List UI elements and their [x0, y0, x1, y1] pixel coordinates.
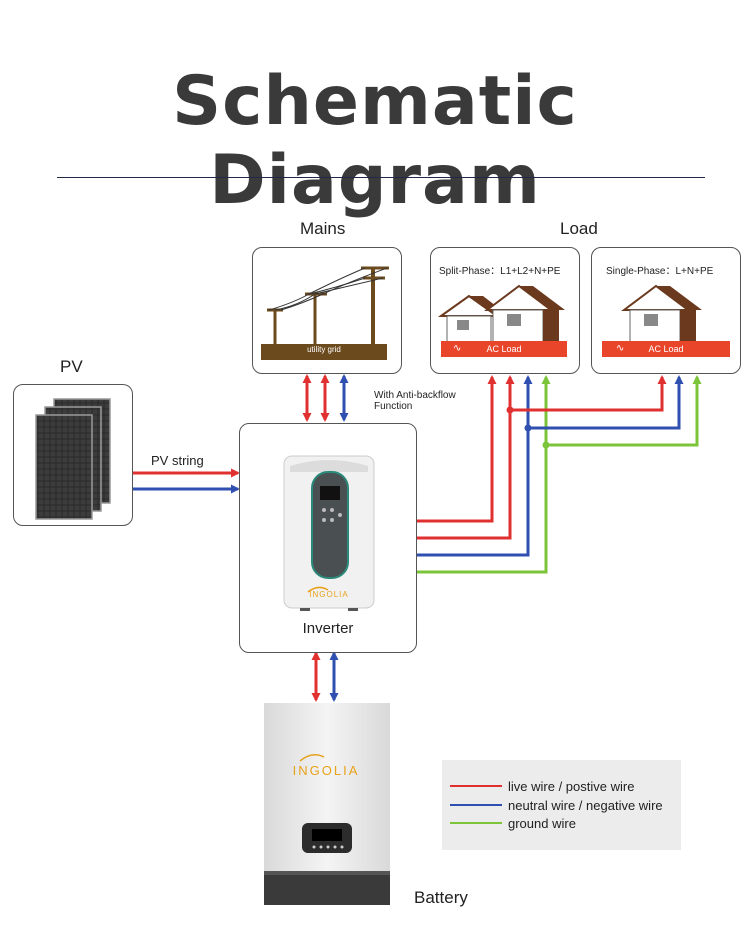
- single-phase-load-box: Single-Phase：L+N+PE ∿ AC Load: [591, 247, 741, 374]
- mains-box: utility grid: [252, 247, 402, 374]
- legend-label-neutral: neutral wire / negative wire: [508, 797, 663, 813]
- legend-item-live: live wire / postive wire: [450, 777, 634, 795]
- solar-panel-icon: [35, 398, 111, 520]
- single-ground-branch: [546, 375, 702, 447]
- load-label: Load: [560, 219, 598, 238]
- legend-label-live: live wire / postive wire: [508, 778, 635, 794]
- ac-load-label-1: AC Load: [486, 344, 522, 354]
- battery-icon: [264, 703, 390, 905]
- legend-label-ground: ground wire: [508, 815, 576, 831]
- single-phase-label: Single-Phase：L+N+PE: [606, 266, 714, 277]
- inverter-icon: [283, 455, 375, 611]
- legend-item-neutral: neutral wire / negative wire: [450, 796, 663, 814]
- page-title: Schematic Diagram: [172, 62, 578, 220]
- single-neutral-branch: [528, 375, 684, 430]
- split-phase-label: Split-Phase：L1+L2+N+PE: [439, 266, 561, 277]
- inverter-label: Inverter: [302, 620, 354, 637]
- pv-label: PV: [60, 357, 83, 376]
- battery-brand-logo: INGOLIA: [292, 763, 360, 778]
- ac-symbol-icon: ∿: [453, 343, 462, 354]
- ac-load-bar-1: [441, 341, 567, 357]
- battery-unit: INGOLIA: [264, 703, 390, 905]
- inverter-box: INGOLIA Inverter: [239, 423, 417, 653]
- legend-item-ground: ground wire: [450, 814, 576, 832]
- legend-swatch-ground: [450, 822, 502, 824]
- load-neutral-wire: [415, 375, 533, 557]
- legend-swatch-neutral: [450, 804, 502, 806]
- single-live-branch: [510, 375, 667, 412]
- legend-swatch-live: [450, 785, 502, 787]
- battery-label: Battery: [414, 888, 468, 907]
- split-phase-load-box: Split-Phase：L1+L2+N+PE ∿ AC Load: [430, 247, 580, 374]
- ac-load-label-2: AC Load: [648, 344, 684, 354]
- house-icon: [621, 284, 702, 343]
- pv-box: [13, 384, 133, 526]
- utility-pole-icon: [261, 266, 389, 360]
- pv-string-label: PV string: [151, 453, 204, 468]
- load-live-wire-l1: [415, 375, 497, 523]
- ac-load-bar-2: [602, 341, 730, 357]
- inverter-brand-logo: INGOLIA: [309, 590, 349, 599]
- ac-symbol-icon: ∿: [616, 343, 625, 354]
- load-live-wire-l2: [415, 375, 515, 540]
- houses-icon: [437, 284, 565, 343]
- mains-label: Mains: [300, 219, 346, 238]
- utility-grid-label: utility grid: [307, 345, 341, 354]
- anti-backflow-note: With Anti-backflow Function: [374, 390, 456, 412]
- title-divider: [57, 177, 705, 178]
- legend: live wire / postive wire neutral wire / …: [442, 760, 681, 850]
